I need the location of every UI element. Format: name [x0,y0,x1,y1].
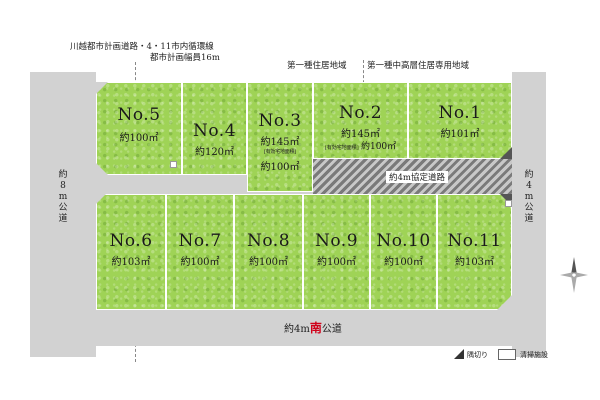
lot-1[interactable]: No.1 約101㎡ [408,82,512,159]
lot-number: No.3 [258,111,302,131]
zone-label-mid-high-residential: 第一種中高層住居専用地域 [367,61,470,71]
lot-effective-note: [有効宅地面積] [324,145,359,151]
lot-number: No.9 [314,231,359,251]
lot-11[interactable]: No.11 約103㎡ [437,194,512,310]
utility-pole-marker [505,200,512,207]
lot-number: No.2 [338,103,383,123]
legend-corner-cut-label: 隅切り [467,351,488,359]
lot-5[interactable]: No.5 約100㎡ [96,82,182,175]
lot-area: 約103㎡ [454,257,495,268]
lot-6[interactable]: No.6 約103㎡ [96,194,166,310]
corner-cut-sw-bottom [96,194,106,204]
lot-area: 約145㎡ [260,137,300,148]
lot-number: No.6 [109,231,153,251]
legend-corner-cut-swatch [454,349,464,359]
south-direction: 南 [309,321,322,335]
lot-effective-area: 約100㎡ [260,162,300,173]
lot-area: 約100㎡ [180,257,220,268]
lot-number: No.11 [447,231,502,251]
north-compass-icon [560,257,588,293]
corner-cut-se-bottom [497,295,512,310]
east-road [512,72,546,357]
lot-area: 約100㎡ [119,133,159,144]
lot-number: No.1 [438,103,482,123]
lot-area: 約103㎡ [111,257,151,268]
west-road [30,72,96,357]
lot-4[interactable]: No.4 約120㎡ [182,82,247,175]
corner-cut-sw [96,163,108,175]
lot-effective-note: [有効宅地面積] [263,149,297,155]
lot-effective-area: [有効宅地面積] 約100㎡ [314,139,407,152]
lot-area: 約100㎡ [248,257,289,268]
south-road [30,310,546,346]
lot-effective-value: 約100㎡ [360,142,397,152]
lot-area: 約100㎡ [383,257,424,268]
lot-7[interactable]: No.7 約100㎡ [166,194,234,310]
planned-road-width-label: 都市計画幅員16m [150,53,220,63]
private-road-label: 約4m協定道路 [386,171,448,183]
lot-area: 約101㎡ [440,129,480,140]
planned-road-label: 川越都市計画道路・4・11市内循環線 [70,42,214,52]
lot-number: No.5 [117,105,161,125]
lot-number: No.10 [376,231,431,251]
lot-area: 約120㎡ [194,147,235,158]
utility-pole-marker [170,161,177,168]
zone-label-first-residential: 第一種住居地域 [287,61,347,71]
lot-number: No.8 [246,231,291,251]
south-road-label: 約4m南公道 [284,319,342,336]
lot-8[interactable]: No.8 約100㎡ [234,194,303,310]
legend-utility-swatch [498,349,516,360]
corner-cut-se-top [500,147,512,159]
lot-number: No.7 [178,231,222,251]
lot-3[interactable]: No.3 約145㎡ [有効宅地面積] 約100㎡ [247,82,313,192]
lot-area: 約100㎡ [316,257,357,268]
corner-cut-nw [96,82,108,94]
east-road-label: 約4m公道 [524,170,534,224]
south-road-width: 約4m [284,324,310,335]
lot-number: No.4 [192,121,237,141]
lot-area: 約145㎡ [340,129,381,140]
west-road-label: 約8m公道 [58,170,68,224]
legend-utility-label: 清掃施設 [520,351,548,359]
lot-10[interactable]: No.10 約100㎡ [370,194,437,310]
lot-9[interactable]: No.9 約100㎡ [303,194,370,310]
lot-2[interactable]: No.2 約145㎡ [有効宅地面積] 約100㎡ [313,82,408,159]
south-road-type: 公道 [321,324,342,335]
